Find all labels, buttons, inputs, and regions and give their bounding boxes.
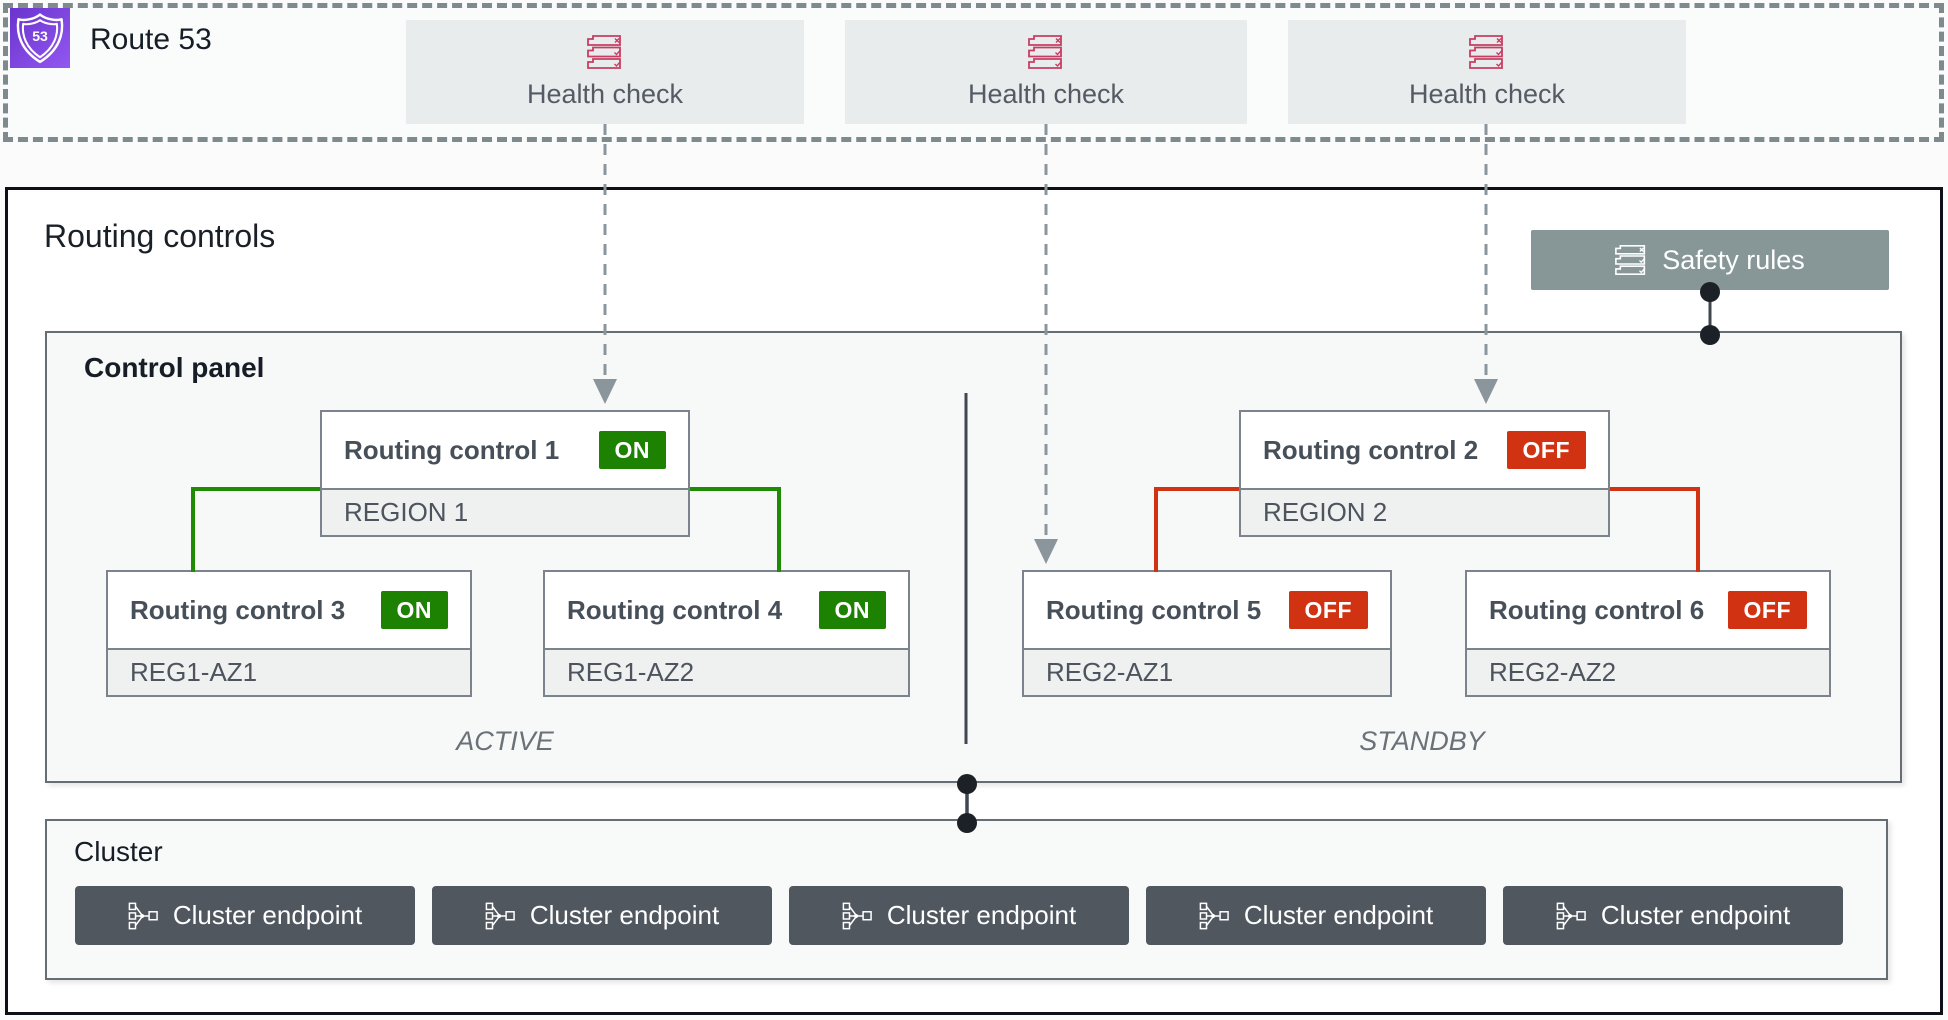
routing-control-label: Routing control 5 (1046, 594, 1262, 625)
az-label: REG2-AZ1 (1024, 648, 1390, 695)
cluster-endpoint-button-2[interactable]: Cluster endpoint (432, 886, 772, 945)
health-check-label: Health check (526, 79, 684, 109)
routing-control-2-box: Routing control 2 OFF REGION 2 (1239, 410, 1610, 537)
health-check-label: Health check (1408, 79, 1566, 109)
safety-rules-button[interactable]: Safety rules (1531, 230, 1889, 290)
cluster-endpoint-label: Cluster endpoint (172, 900, 363, 930)
cluster-endpoint-button-4[interactable]: Cluster endpoint (1146, 886, 1486, 945)
safety-rules-list-icon (1615, 244, 1646, 276)
safety-rules-label: Safety rules (1662, 244, 1805, 275)
cluster-endpoint-label: Cluster endpoint (529, 900, 720, 930)
state-badge-on: ON (818, 591, 886, 629)
cluster-endpoint-label: Cluster endpoint (1243, 900, 1434, 930)
routing-control-5-box: Routing control 5 OFF REG2-AZ1 (1022, 570, 1392, 697)
state-badge-on: ON (380, 591, 448, 629)
cluster-endpoint-network-icon (1199, 902, 1229, 929)
cluster-endpoint-button-5[interactable]: Cluster endpoint (1503, 886, 1843, 945)
routing-controls-title: Routing controls (44, 218, 276, 254)
az-label: REG2-AZ2 (1467, 648, 1829, 695)
active-zone-label: ACTIVE (456, 726, 554, 756)
routing-control-4-box: Routing control 4 ON REG1-AZ2 (543, 570, 910, 697)
cluster-endpoint-label: Cluster endpoint (886, 900, 1077, 930)
standby-zone-label: STANDBY (1359, 726, 1485, 756)
routing-control-3-box: Routing control 3 ON REG1-AZ1 (106, 570, 472, 697)
health-check-list-icon (587, 35, 622, 69)
route53-title: Route 53 (90, 23, 212, 56)
health-check-list-icon (1469, 35, 1504, 69)
cluster-endpoint-network-icon (128, 902, 158, 929)
az-label: REG1-AZ2 (545, 648, 908, 695)
route53-service-icon: 53 (10, 8, 70, 68)
route53-shield-icon: 53 (16, 13, 64, 64)
region-label: REGION 2 (1241, 488, 1608, 535)
health-check-box-3: Health check (1288, 20, 1686, 124)
cluster-title: Cluster (74, 836, 163, 867)
routing-control-label: Routing control 6 (1489, 594, 1705, 625)
az-label: REG1-AZ1 (108, 648, 470, 695)
cluster-endpoint-row: Cluster endpoint Cluster endpoint (75, 886, 1843, 945)
health-check-label: Health check (967, 79, 1125, 109)
health-check-list-icon (1028, 35, 1063, 69)
state-badge-off: OFF (1727, 591, 1807, 629)
state-badge-off: OFF (1506, 431, 1586, 469)
routing-control-label: Routing control 2 (1263, 434, 1479, 465)
control-panel-title: Control panel (84, 352, 265, 383)
routing-control-label: Routing control 1 (344, 434, 560, 465)
cluster-endpoint-network-icon (485, 902, 515, 929)
cluster-endpoint-button-1[interactable]: Cluster endpoint (75, 886, 415, 945)
cluster-endpoint-network-icon (1556, 902, 1586, 929)
routing-control-1-box: Routing control 1 ON REGION 1 (320, 410, 690, 537)
health-check-box-2: Health check (845, 20, 1247, 124)
routing-control-6-box: Routing control 6 OFF REG2-AZ2 (1465, 570, 1831, 697)
state-badge-on: ON (598, 431, 666, 469)
region-label: REGION 1 (322, 488, 688, 535)
cluster-endpoint-label: Cluster endpoint (1600, 900, 1791, 930)
state-badge-off: OFF (1288, 591, 1368, 629)
svg-text:53: 53 (32, 28, 48, 44)
routing-control-label: Routing control 3 (130, 594, 346, 625)
health-check-box-1: Health check (406, 20, 804, 124)
cluster-endpoint-network-icon (842, 902, 872, 929)
cluster-endpoint-button-3[interactable]: Cluster endpoint (789, 886, 1129, 945)
routing-control-label: Routing control 4 (567, 594, 783, 625)
control-panel-box (45, 331, 1902, 783)
